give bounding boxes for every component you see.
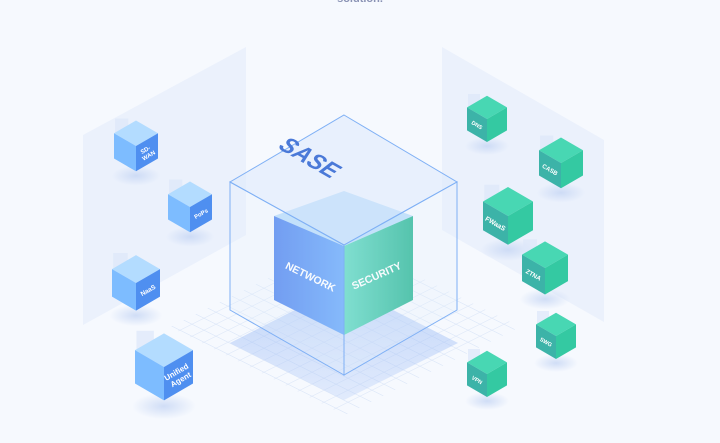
cube-top (522, 241, 568, 268)
cube-right (164, 350, 193, 401)
cube-label: VPN (470, 375, 483, 386)
security-cube-vpn: VPN (465, 349, 509, 410)
network-panel (83, 47, 246, 325)
cube-right (545, 254, 568, 295)
cube-right (136, 133, 158, 172)
cube-left (483, 201, 508, 245)
cube-shadow (132, 393, 196, 420)
cube-left (112, 269, 136, 311)
network-cube-unified-agent: UnifiedAgent (132, 330, 196, 420)
cube-right (508, 201, 533, 245)
security-cube-dns: DNS (465, 94, 509, 155)
cube-top (112, 255, 160, 283)
cube-shadow (534, 354, 578, 372)
cube-top (539, 137, 583, 163)
cube-shadow (519, 288, 571, 310)
security-cube-casb: CASB (536, 135, 586, 203)
cube-right (190, 194, 212, 233)
cube-left (168, 194, 190, 233)
network-face (274, 216, 344, 335)
security-cube-fwaas: FWaaS (480, 184, 536, 261)
network-cube-sd--wan: SD-WAN (111, 118, 161, 186)
sase-box: SASE (228, 114, 459, 376)
cube-top (168, 181, 212, 207)
cube-left (114, 133, 136, 172)
cube-right (136, 269, 160, 311)
cube-left (135, 350, 164, 401)
cube-left (522, 254, 545, 295)
section-caption: solution. (0, 0, 720, 5)
cube-left (536, 324, 556, 359)
security-cube-swg: SWG (534, 311, 578, 372)
network-cube-pops: PoPs (165, 179, 215, 247)
cube-shadow (465, 392, 509, 410)
cube-shadow (480, 238, 536, 261)
cube-label: DNS (470, 120, 483, 131)
cube-right (556, 324, 576, 359)
cube-top (536, 312, 576, 336)
cube-top (114, 120, 158, 146)
cube-shadow (111, 165, 161, 186)
cube-label-line: VPN (470, 375, 483, 386)
security-face (344, 216, 413, 335)
cube-shadow (536, 182, 586, 203)
cube-label: SWG (538, 337, 552, 349)
cube-label-line: SD- (140, 146, 152, 156)
cube-left (467, 362, 487, 397)
security-cube-ztna: ZTNA (519, 239, 571, 310)
cube-shadow (109, 304, 163, 327)
cube-left (467, 107, 487, 142)
cube-top (467, 95, 507, 119)
cube-label-line: SWG (538, 337, 552, 349)
cube-right (487, 107, 507, 142)
cube-shadow (465, 137, 509, 155)
cube-right (487, 362, 507, 397)
cube-label-line: DNS (470, 120, 483, 131)
network-cube-naas: NaaS (109, 253, 163, 327)
cube-top (467, 350, 507, 374)
cube-shadow (165, 226, 215, 247)
cube-left (539, 150, 561, 189)
cube-right (561, 150, 583, 189)
